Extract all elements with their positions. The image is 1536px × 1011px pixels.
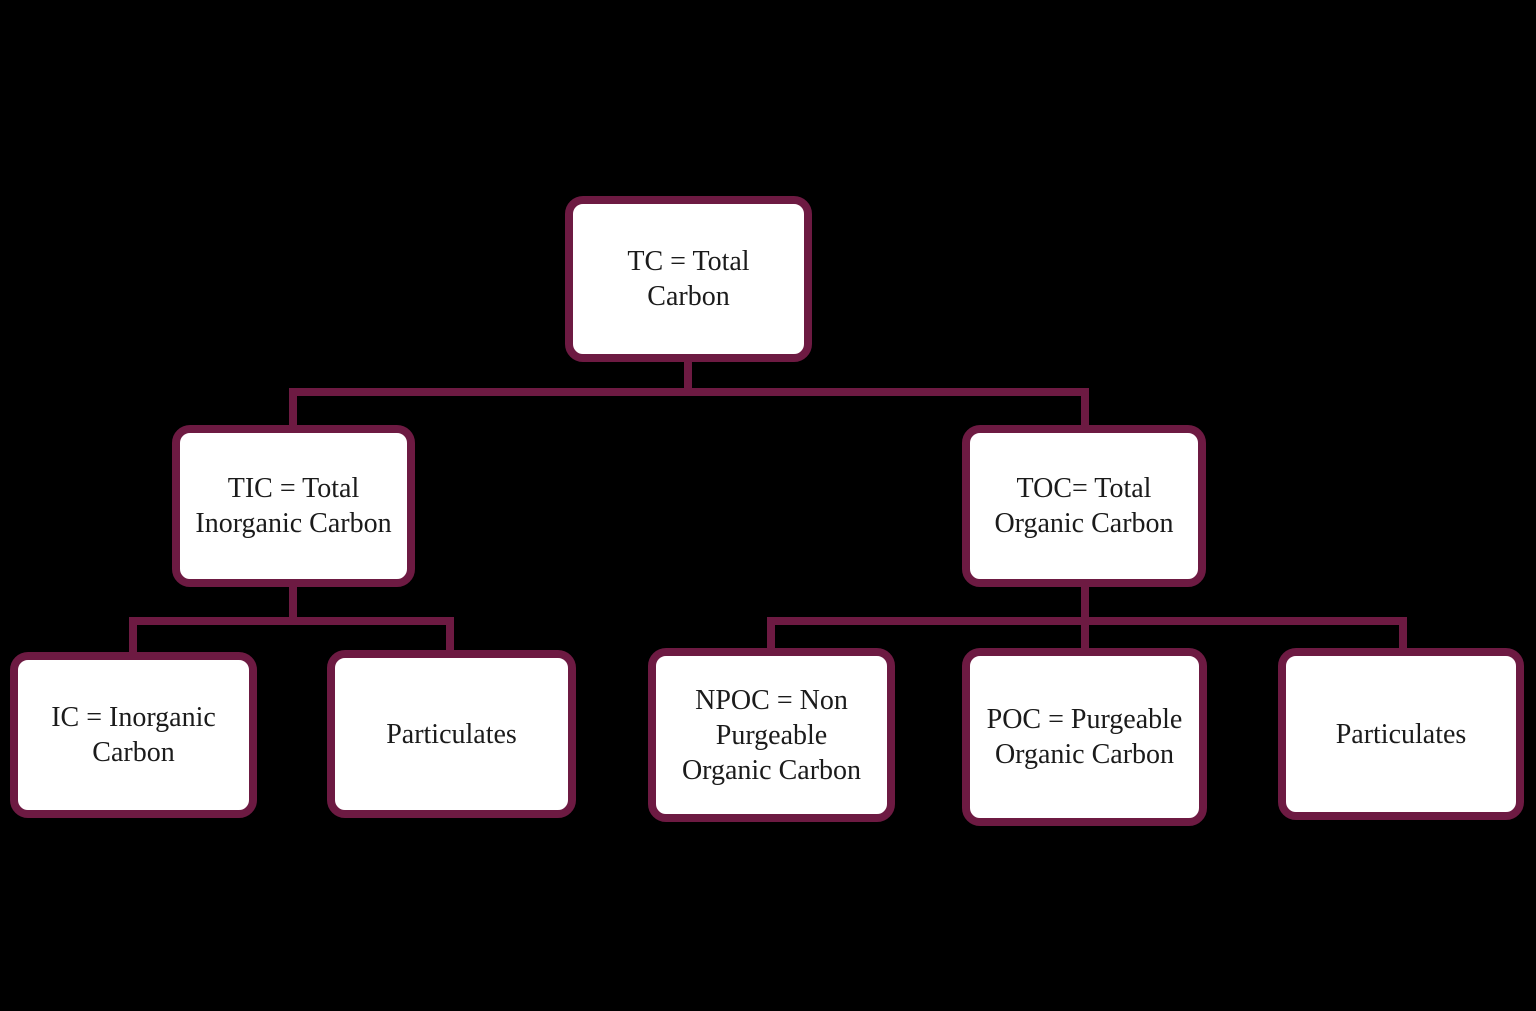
connector-drop-ic [129,617,137,656]
connector-toc-children [767,617,1407,625]
connector-tic-children [129,617,454,625]
connector-drop-tic [289,388,297,429]
node-inorganic-carbon-label: IC = Inorganic Carbon [51,702,216,768]
node-non-purgeable-organic-carbon: NPOC = Non Purgeable Organic Carbon [648,648,895,822]
node-particulates-left-label: Particulates [386,718,517,750]
connector-tc-stem [684,358,692,392]
node-total-carbon-label: TC = Total Carbon [627,246,750,312]
connector-drop-particulates-right [1399,617,1407,652]
node-total-organic-carbon: TOC= Total Organic Carbon [962,425,1206,587]
connector-tic-stem [289,583,297,621]
node-total-carbon: TC = Total Carbon [565,196,812,362]
connector-drop-particulates-left [446,617,454,654]
node-particulates-right: Particulates [1278,648,1524,820]
node-purgeable-organic-carbon-label: POC = Purgeable Organic Carbon [986,704,1183,770]
node-inorganic-carbon: IC = Inorganic Carbon [10,652,257,818]
node-total-inorganic-carbon-label: TIC = Total Inorganic Carbon [195,473,392,539]
node-purgeable-organic-carbon: POC = Purgeable Organic Carbon [962,648,1207,826]
node-particulates-left: Particulates [327,650,576,818]
node-total-inorganic-carbon: TIC = Total Inorganic Carbon [172,425,415,587]
connector-drop-toc [1081,388,1089,429]
connector-tc-children [289,388,1089,396]
node-non-purgeable-organic-carbon-label: NPOC = Non Purgeable Organic Carbon [681,684,862,786]
connector-drop-npoc [767,617,775,652]
node-total-organic-carbon-label: TOC= Total Organic Carbon [994,473,1174,539]
node-particulates-right-label: Particulates [1335,718,1467,750]
